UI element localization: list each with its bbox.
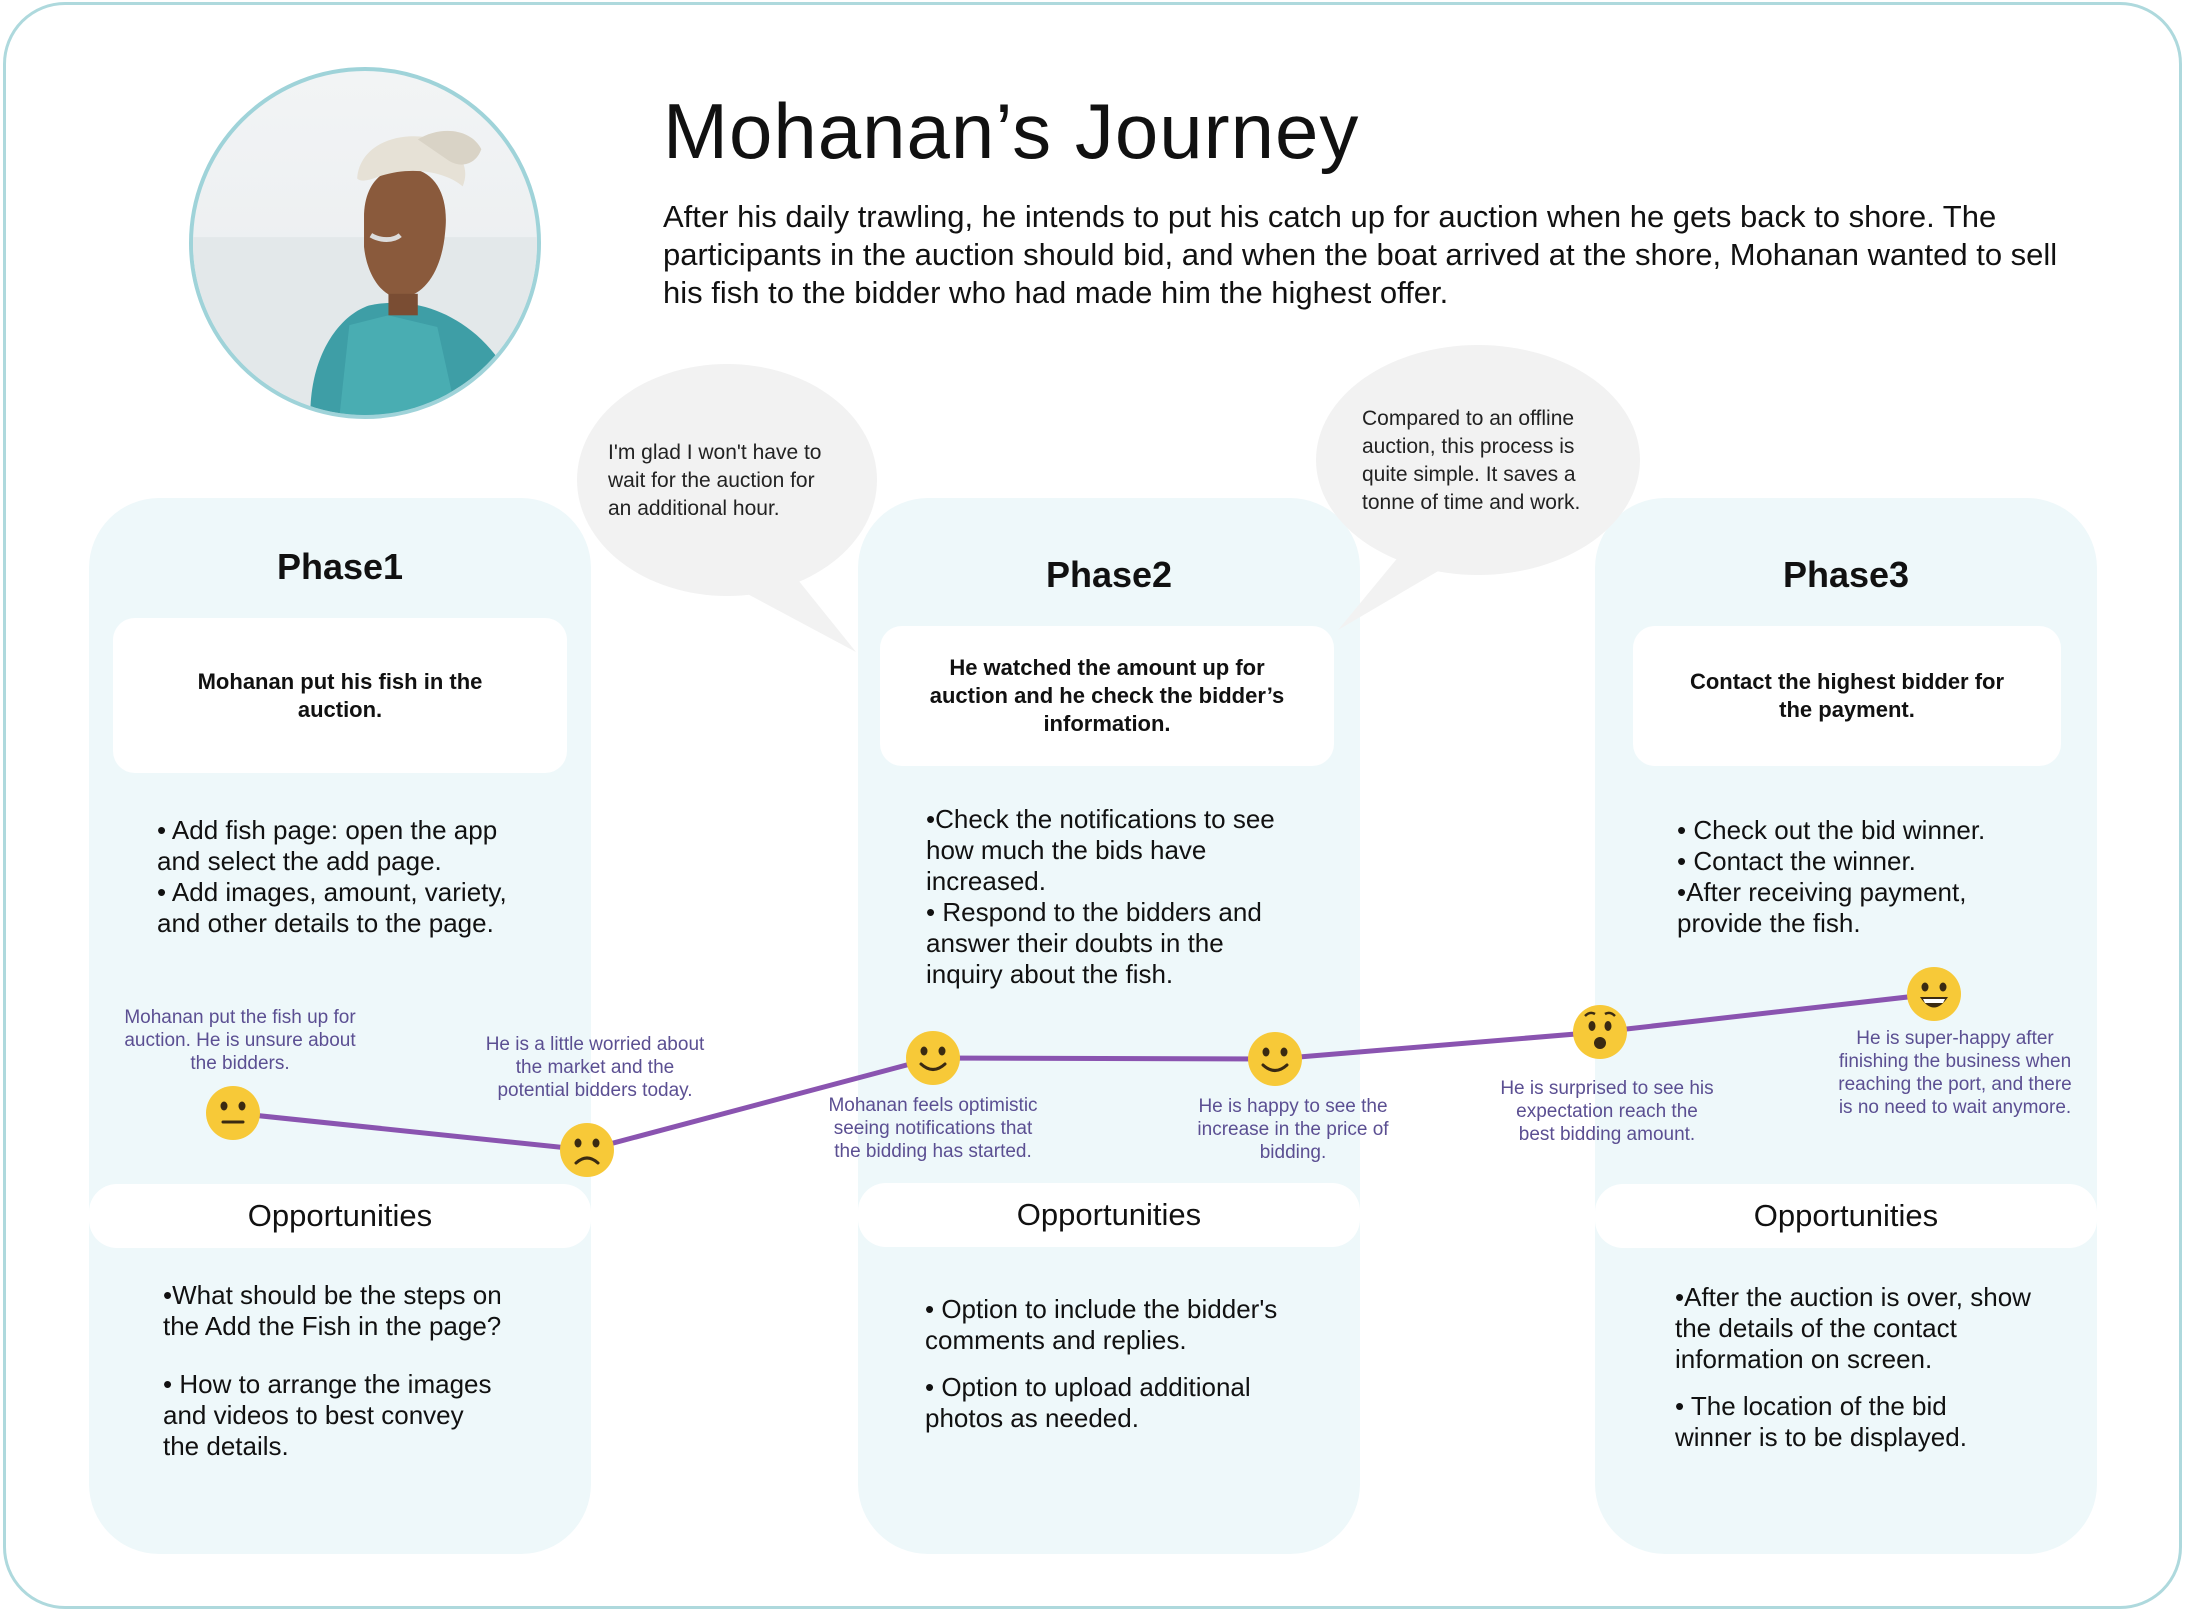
emotion-label: He is super-happy after finishing the bu… [1838,1028,2072,1118]
emotion-label: Mohanan put the fish up for auction. He … [124,1007,356,1074]
phase-task-card: Contact the highest bidder for the payme… [1633,626,2061,766]
page-title: Mohanan’s Journey [663,87,1360,175]
opportunities-header: Opportunities [1595,1184,2097,1248]
opportunities-list: •What should be the steps on the Add the… [163,1280,563,1462]
phase-title: Phase3 [1782,554,1910,595]
phase-steps: •Check the notifications to see how much… [926,804,1275,989]
opportunity-item: • Option to include the bidder's comment… [925,1294,1278,1355]
persona-avatar [189,67,541,419]
opportunity-item: • Option to upload additional photos as … [925,1372,1251,1433]
happy-face-icon [1248,1032,1302,1086]
emotion-label: He is surprised to see his expectation r… [1500,1078,1714,1145]
neutral-face-icon [206,1086,260,1140]
emotion-label: Mohanan feels optimistic seeing notifica… [828,1095,1038,1162]
phase-steps: • Check out the bid winner. • Contact th… [1677,815,1986,938]
phase-column-2: Phase2 He watched the amount up for auct… [858,498,1360,1554]
journey-frame [3,2,2182,1609]
phase-task-card: Mohanan put his fish in the auction. [113,618,567,773]
sad-face-icon [560,1123,614,1177]
phase-column-3: Phase3 Contact the highest bidder for th… [1595,498,2097,1554]
opportunities-header: Opportunities [858,1183,1360,1247]
journey-faces [206,967,1961,1177]
phase-task-card: He watched the amount up for auction and… [880,626,1334,766]
very-happy-face-icon [1907,967,1961,1021]
journey-line [232,991,1935,1153]
surprised-face-icon [1573,1005,1627,1059]
phase-title: Phase2 [1045,554,1173,595]
speech-bubble-text-1: I'm glad I won't have to wait for the au… [608,441,822,520]
phase-title: Phase1 [276,546,404,587]
emotion-label: He is a little worried about the market … [485,1034,705,1101]
opportunities-header: Opportunities [89,1184,591,1248]
phase-steps: • Add fish page: open the app and select… [157,815,507,938]
opportunities-list: •After the auction is over, show the det… [1675,1282,2085,1453]
phase-column-1: Phase1 Mohanan put his fish in the aucti… [89,498,591,1554]
emotion-label: He is happy to see the increase in the p… [1197,1096,1389,1163]
happy-face-icon [906,1031,960,1085]
opportunities-list: • Option to include the bidder's comment… [925,1294,1345,1434]
opportunity-item: • How to arrange the images and videos t… [163,1369,492,1461]
speech-bubble-text-2: Compared to an offline auction, this pro… [1362,407,1581,514]
journey-intro: After his daily trawling, he intends to … [663,199,2058,310]
opportunity-item: •What should be the steps on the Add the… [163,1280,502,1341]
opportunity-item: •After the auction is over, show the det… [1675,1282,2031,1374]
opportunity-item: • The location of the bid winner is to b… [1675,1391,1967,1452]
